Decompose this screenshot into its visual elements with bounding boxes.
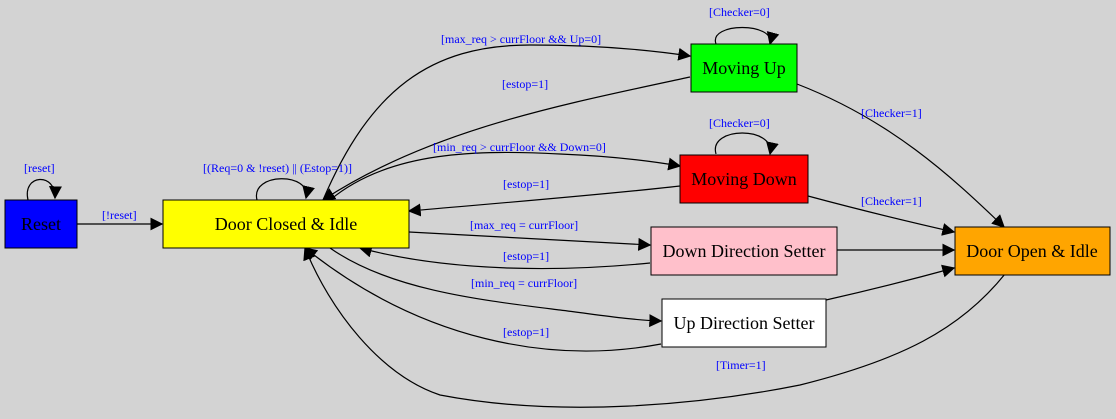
edge-open-to-idle	[303, 246, 1006, 408]
edge-down-to-idle	[407, 185, 681, 217]
edge-label-down-setter-to-idle: [estop=1]	[503, 249, 549, 263]
node-up-direction-setter-box	[661, 298, 827, 348]
edge-label-open-to-idle: [Timer=1]	[716, 358, 766, 372]
edge-label-idle-to-up-setter: [min_req = currFloor]	[471, 276, 577, 290]
edge-label-reset-self: [reset]	[24, 161, 55, 175]
edge-label-up-setter-to-idle: [estop=1]	[503, 325, 549, 339]
node-door-open[interactable]: Door Open & Idle	[954, 226, 1111, 276]
edge-up-setter-to-open	[825, 264, 956, 301]
edge-label-idle-self: [(Req=0 & !reset) || (Estop=1)]	[203, 161, 352, 175]
edge-down-self	[714, 132, 779, 156]
node-moving-up-box	[690, 43, 798, 93]
edge-idle-to-up-setter	[329, 247, 663, 328]
edge-up-self	[714, 27, 780, 46]
node-reset-label: Reset	[21, 214, 61, 234]
edge-label-up-self: [Checker=0]	[709, 5, 770, 19]
node-up-direction-setter-label: Up Direction Setter	[674, 313, 815, 333]
edge-label-down-to-open: [Checker=1]	[861, 194, 922, 208]
edge-label-idle-to-down-setter: [max_req = currFloor]	[470, 218, 578, 232]
node-down-direction-setter-box	[650, 226, 838, 276]
edge-label-down-to-idle: [estop=1]	[503, 177, 549, 191]
edges	[26, 27, 1006, 408]
edge-idle-self	[256, 178, 315, 201]
edge-idle-to-down	[329, 151, 682, 201]
node-idle-label: Door Closed & Idle	[215, 214, 357, 234]
nodes: Reset Door Closed & Idle Moving Up Movin…	[4, 43, 1111, 348]
node-moving-up-label: Moving Up	[702, 58, 786, 78]
node-moving-down-box	[679, 154, 809, 204]
node-up-direction-setter[interactable]: Up Direction Setter	[661, 298, 827, 348]
edge-reset-self	[26, 178, 62, 201]
edge-up-setter-to-idle	[303, 247, 662, 352]
node-idle-box	[162, 199, 410, 249]
edge-up-to-idle	[321, 76, 691, 201]
node-down-direction-setter-label: Down Direction Setter	[663, 241, 826, 261]
edge-label-down-self: [Checker=0]	[709, 116, 770, 130]
edge-down-setter-to-idle	[358, 244, 651, 270]
node-door-open-label: Door Open & Idle	[966, 241, 1097, 261]
edge-label-idle-to-down: [min_req > currFloor && Down=0]	[433, 140, 606, 154]
edge-labels: [reset] [!reset] [(Req=0 & !reset) || (E…	[24, 5, 922, 372]
edge-down-to-open	[807, 195, 956, 236]
node-door-open-box	[954, 226, 1111, 276]
edge-label-up-to-open: [Checker=1]	[861, 106, 922, 120]
node-moving-down[interactable]: Moving Down	[679, 154, 809, 204]
node-down-direction-setter[interactable]: Down Direction Setter	[650, 226, 838, 276]
edge-label-reset-to-idle: [!reset]	[102, 208, 137, 222]
node-reset-box	[4, 199, 78, 249]
edge-idle-to-up	[322, 44, 692, 201]
edge-label-idle-to-up: [max_req > currFloor && Up=0]	[441, 32, 601, 46]
edge-label-up-to-idle: [estop=1]	[502, 77, 548, 91]
edge-idle-to-down-setter	[408, 231, 652, 251]
edge-up-to-open	[796, 83, 1005, 228]
node-idle[interactable]: Door Closed & Idle	[162, 199, 410, 249]
node-moving-down-label: Moving Down	[691, 169, 797, 189]
node-moving-up[interactable]: Moving Up	[690, 43, 798, 93]
node-reset[interactable]: Reset	[4, 199, 78, 249]
